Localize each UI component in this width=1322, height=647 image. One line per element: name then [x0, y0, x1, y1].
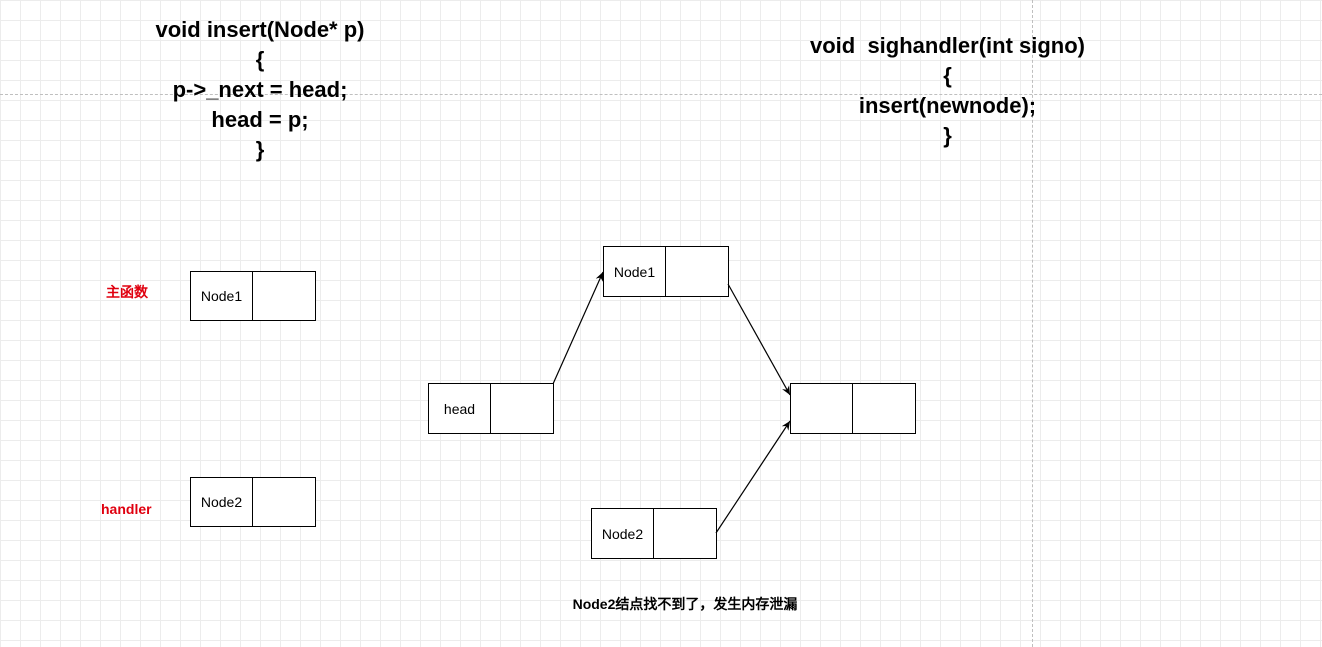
- horizontal-guide-line: [0, 94, 1322, 95]
- code-line: p->_next = head;: [172, 77, 348, 102]
- left-node2-box[interactable]: Node2: [190, 477, 316, 527]
- right-node2-box[interactable]: Node2: [591, 508, 717, 559]
- left-node1-box[interactable]: Node1: [190, 271, 316, 321]
- code-line: }: [943, 123, 952, 148]
- code-line: {: [943, 63, 952, 88]
- code-line: void insert(Node* p): [155, 17, 365, 42]
- node-data-cell: Node1: [604, 247, 666, 296]
- arrow-node2-to-target: [715, 420, 791, 534]
- node-data-cell: Node2: [191, 478, 253, 526]
- code-line: {: [255, 47, 265, 72]
- node-data-cell: Node1: [191, 272, 253, 320]
- code-line: head = p;: [211, 107, 309, 132]
- node-data-cell: Node2: [592, 509, 654, 558]
- sighandler-function-code: void sighandler(int signo) { insert(newn…: [770, 31, 1125, 151]
- head-node-box[interactable]: head: [428, 383, 554, 434]
- arrow-head-to-node1: [552, 271, 604, 385]
- node-data-cell: [791, 384, 853, 433]
- right-node1-box[interactable]: Node1: [603, 246, 729, 297]
- arrow-node1-to-target: [727, 283, 791, 396]
- target-node-box[interactable]: [790, 383, 916, 434]
- code-line: }: [255, 137, 265, 162]
- code-line: void sighandler(int signo): [810, 33, 1085, 58]
- handler-label: handler: [101, 501, 152, 517]
- code-line: insert(newnode);: [858, 93, 1037, 118]
- node-data-cell: head: [429, 384, 491, 433]
- memory-leak-caption: Node2结点找不到了，发生内存泄漏: [572, 596, 798, 612]
- main-function-label: 主函数: [106, 284, 148, 300]
- vertical-guide-line: [1032, 0, 1033, 647]
- insert-function-code: void insert(Node* p) { p->_next = head; …: [100, 15, 420, 165]
